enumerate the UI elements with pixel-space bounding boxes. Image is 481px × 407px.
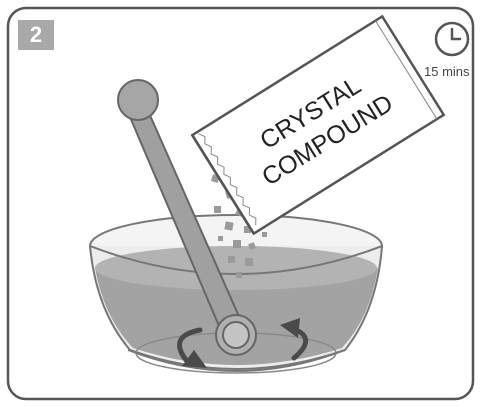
step-number-badge: 2: [18, 20, 54, 50]
timer-label: 15 mins: [424, 64, 481, 79]
liquid-surface: [95, 246, 377, 290]
clock-icon: [436, 23, 468, 55]
